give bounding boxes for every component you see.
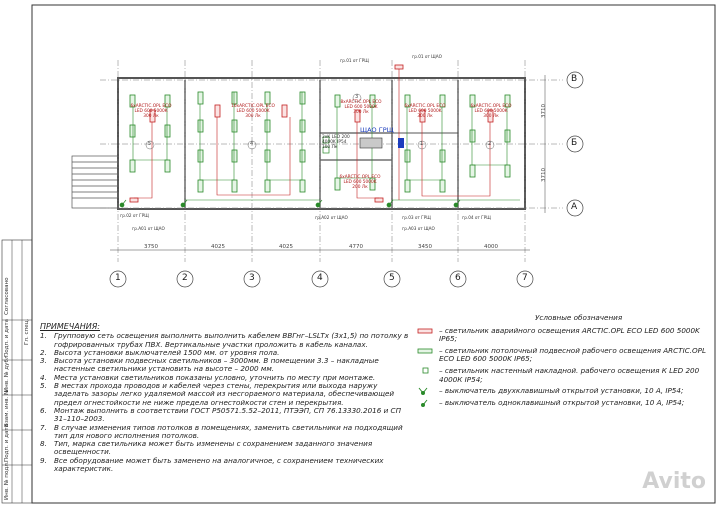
ceiling-luminaire-icon <box>415 347 439 356</box>
stamp-label: Гл. спец. <box>24 318 30 345</box>
feeder-label: гр.А03 от ЩАО <box>402 226 435 231</box>
dim-h-5: 3450 <box>418 244 432 250</box>
switches <box>119 199 461 208</box>
wiring <box>132 92 520 201</box>
dim-h-1: 3750 <box>144 244 158 250</box>
legend-block: Условные обозначения – светильник аварий… <box>415 313 715 411</box>
stamp-label: Инв. № дубл. <box>4 353 10 392</box>
note-item: 7.В случае изменения типов потолков в по… <box>40 422 403 440</box>
row-axis-markers <box>566 71 584 217</box>
legend-item-switch2: – выключатель двухклавишный открытой уст… <box>415 387 715 396</box>
feeder-label: гр.01 от ЩАО <box>412 54 442 59</box>
room-markers <box>145 93 495 150</box>
wall-luminaire-icon <box>415 367 439 376</box>
dim-v-1: 3710 <box>541 104 547 118</box>
legend-item-ceiling: – светильник потолочный подвесной рабоче… <box>415 346 715 364</box>
legend-item-emergency: – светильник аварийного освещения ARCTIC… <box>415 326 715 344</box>
side-stamp-frame <box>1 239 33 504</box>
single-switch-icon <box>415 399 439 408</box>
stamp-label: Подп. и дата <box>4 318 10 357</box>
column-axis-markers <box>109 270 534 288</box>
room-number: 3 <box>355 94 359 100</box>
outer-walls <box>117 77 526 210</box>
row-label-v: В <box>571 74 578 84</box>
feeder-label: гр.01 от ГРЩ <box>340 58 369 63</box>
double-switch-icon <box>415 387 439 396</box>
watermark-logo: Avito <box>642 469 706 494</box>
legend-item-switch1: – выключатель одноклавишный открытой уст… <box>415 399 715 408</box>
dim-h-6: 4000 <box>484 244 498 250</box>
note-item: 8.Тип, марка светильника может быть изме… <box>40 439 373 457</box>
note-item: 5.В местах прохода проводов и кабелей че… <box>40 381 395 407</box>
col-label-6: 6 <box>455 273 461 283</box>
emergency-wiring <box>134 69 491 200</box>
stamp-label: Согласовано <box>4 277 10 315</box>
notes-block: ПРИМЕЧАНИЯ: 1.Групповую сеть освещения в… <box>40 322 410 474</box>
col-label-7: 7 <box>522 273 528 283</box>
row-label-b: Б <box>571 138 578 148</box>
dim-v-2: 3710 <box>541 168 547 182</box>
feeder-label: гр.А02 от ЩАО <box>315 215 348 220</box>
stamp-label: Инв. № подл. <box>4 461 10 500</box>
dim-h-3: 4025 <box>279 244 293 250</box>
dim-h-4: 4770 <box>349 244 363 250</box>
col-label-3: 3 <box>249 273 255 283</box>
panel-label: ЩАО ГРЩ <box>360 126 394 134</box>
col-label-4: 4 <box>317 273 323 283</box>
note-item: 2.Высота установки выключателей 1500 мм.… <box>40 347 280 357</box>
emergency-luminaires <box>129 64 494 203</box>
dim-h-2: 4025 <box>211 244 225 250</box>
grid-lines <box>100 60 563 262</box>
stair-block <box>71 155 119 209</box>
room-number: 5 <box>148 141 152 147</box>
col-label-2: 2 <box>182 273 188 283</box>
note-item: 4.Места установки светильников показаны … <box>40 372 376 382</box>
notes-title: ПРИМЕЧАНИЯ: <box>40 322 100 331</box>
note-item: 3.Высота установки подвесных светильнико… <box>40 356 379 374</box>
room-number: 1 <box>420 141 424 147</box>
stamp-label: Подп. и дата <box>4 423 10 462</box>
emergency-luminaire-icon <box>415 327 439 336</box>
room-number: 4 <box>250 141 254 147</box>
legend-item-wall: – светильник настенный накладной. рабоче… <box>415 366 715 384</box>
row-label-a: А <box>571 202 578 212</box>
note-item: 6.Монтаж выполнить в соответствии ГОСТ Р… <box>40 405 401 424</box>
note-item: 1.Групповую сеть освещения выполнить вып… <box>40 331 409 349</box>
col-label-5: 5 <box>389 273 395 283</box>
wall-luminaires <box>322 136 330 154</box>
feeder-label: гр.03 от ГРЩ <box>402 215 431 220</box>
feeder-label: гр.А01 от ЩАО <box>132 226 165 231</box>
distribution-panel <box>359 137 404 149</box>
col-label-1: 1 <box>115 273 121 283</box>
stamp-label: Взам. инв. № <box>4 389 10 427</box>
legend-title: Условные обозначения <box>535 313 623 322</box>
note-item: 9.Все оборудование может быть заменено н… <box>40 455 384 474</box>
dimension-lines <box>110 75 546 251</box>
room-number: 2 <box>488 141 492 147</box>
feeder-label: гр.04 от ГРЩ <box>462 215 491 220</box>
feeder-label: гр.02 от ГРЩ <box>120 213 149 218</box>
